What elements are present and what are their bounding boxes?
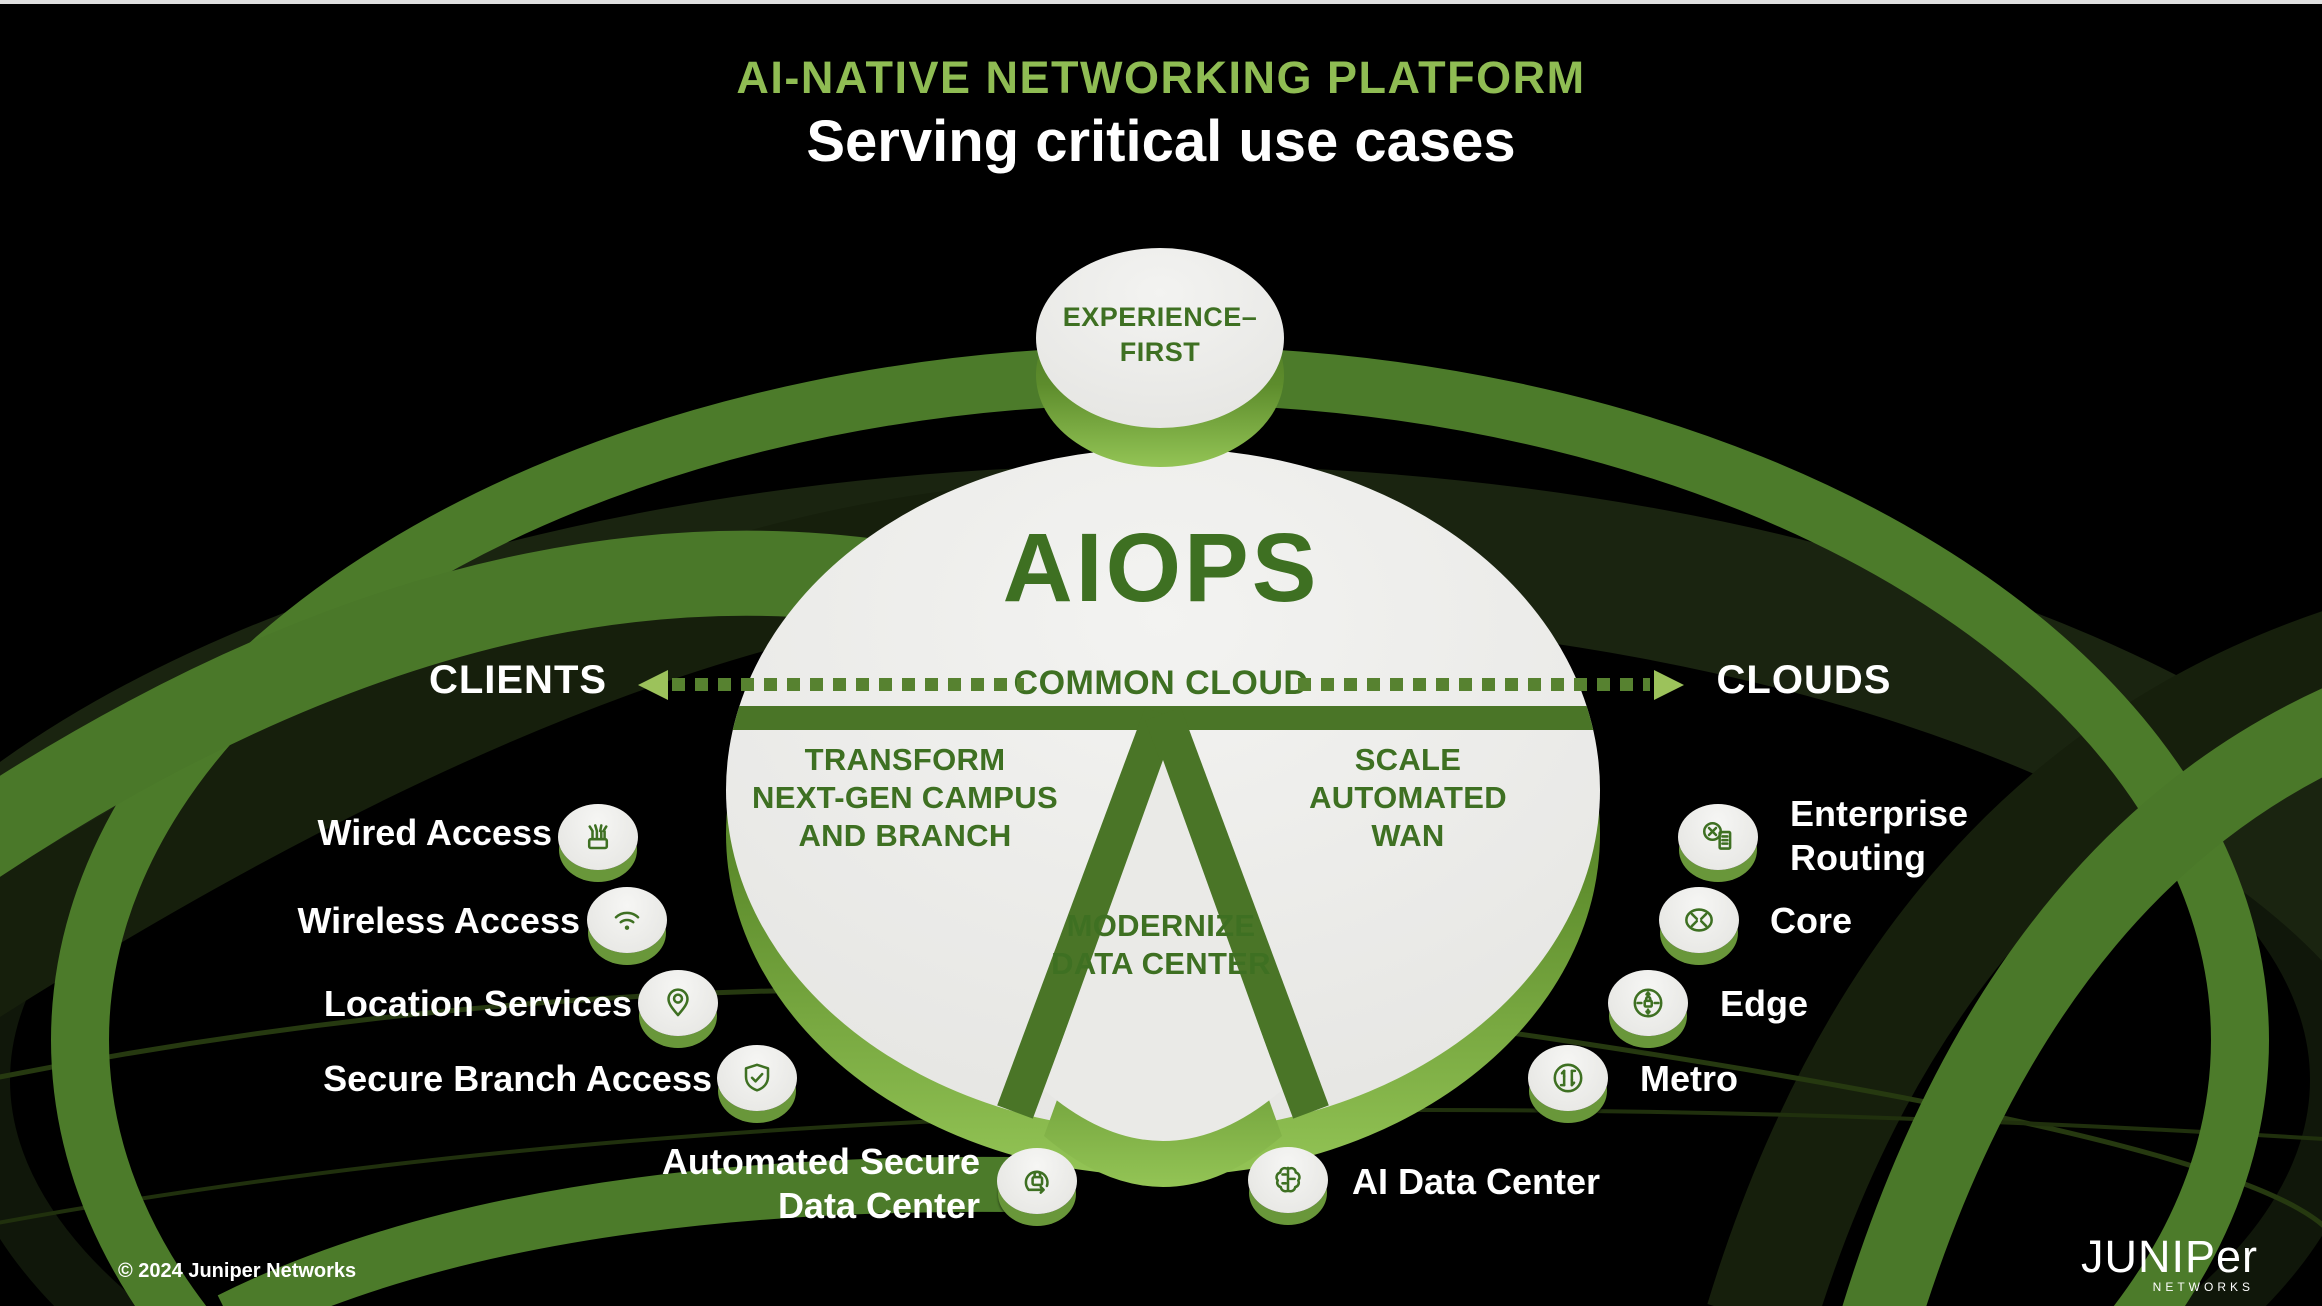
label-line: Enterprise [1790,793,1969,834]
segment-label-datacenter: MODERNIZE DATA CENTER [0,907,2322,983]
label-line: MODERNIZE [1066,908,1256,943]
eyebrow-title: AI-NATIVE NETWORKING PLATFORM [736,52,1586,103]
arrow-right-icon [1654,670,1684,700]
label-line: Data Center [777,1185,980,1226]
location-pin-icon [638,970,718,1036]
dotted-line-left [672,678,1024,691]
juniper-logo: JUNIPer NETWORKS [2078,1231,2258,1295]
clients-title: CLIENTS [428,658,608,702]
client-item-wireless-access: Wireless Access [297,900,580,941]
label-line: EXPERIENCE– [1062,302,1258,332]
dc-item-automated-secure: Automated Secure Data Center [540,1140,980,1228]
copyright-text: © 2024 Juniper Networks [118,1260,357,1282]
top-edge-strip [0,0,2322,4]
client-item-wired-access: Wired Access [317,812,552,853]
juniper-logo-networks: NETWORKS [2152,1280,2254,1294]
secure-gateway-icon [1608,970,1688,1036]
cloud-item-metro: Metro [1640,1058,1738,1099]
common-cloud-label: COMMON CLOUD [1013,664,1309,702]
label-line: DATA CENTER [1051,946,1271,981]
label-line: FIRST [1119,337,1201,367]
cloud-item-core: Core [1770,900,1853,941]
experience-disc-face [1036,248,1284,428]
label-line: WAN [1371,818,1445,853]
clouds-title: CLOUDS [1716,658,1892,702]
segment-label-wan: SCALE AUTOMATED WAN [1206,741,1610,855]
wedge-face [1044,760,1282,1141]
pie-divider-left [997,707,1181,1119]
pie-divider-right [1145,707,1329,1119]
metro-paths-icon [1528,1045,1608,1111]
label-line: AND BRANCH [798,818,1012,853]
label-line: Automated Secure [661,1141,980,1182]
brain-circuit-icon [1248,1147,1328,1213]
client-item-location-services: Location Services [323,983,632,1024]
dc-item-ai-data-center: AI Data Center [1352,1161,1601,1202]
label-line: Routing [1790,837,1926,878]
shield-check-icon [717,1045,797,1111]
label-line: SCALE [1354,742,1462,777]
page-title: Serving critical use cases [806,109,1516,174]
segment-label-campus: TRANSFORM NEXT-GEN CAMPUS AND BRANCH [703,741,1107,855]
wired-access-icon [558,804,638,870]
cloud-item-edge: Edge [1720,983,1809,1024]
wifi-icon [587,887,667,953]
client-item-secure-branch-access: Secure Branch Access [323,1058,712,1099]
arrow-left-icon [638,670,668,700]
cloud-item-enterprise-routing: Enterprise Routing [1790,792,2130,880]
aiops-label: AIOPS [1002,513,1320,622]
label-line: AUTOMATED [1309,780,1507,815]
experience-first-label: EXPERIENCE– FIRST [1030,300,1290,370]
lock-loop-icon [997,1148,1077,1214]
label-line: NEXT-GEN CAMPUS [752,780,1058,815]
converging-arrows-icon [1659,887,1739,953]
crossed-routes-icon [1678,804,1758,870]
dotted-line-right [1298,678,1650,691]
juniper-logo-wordmark: JUNIPer [2080,1231,2258,1282]
label-line: TRANSFORM [804,742,1006,777]
